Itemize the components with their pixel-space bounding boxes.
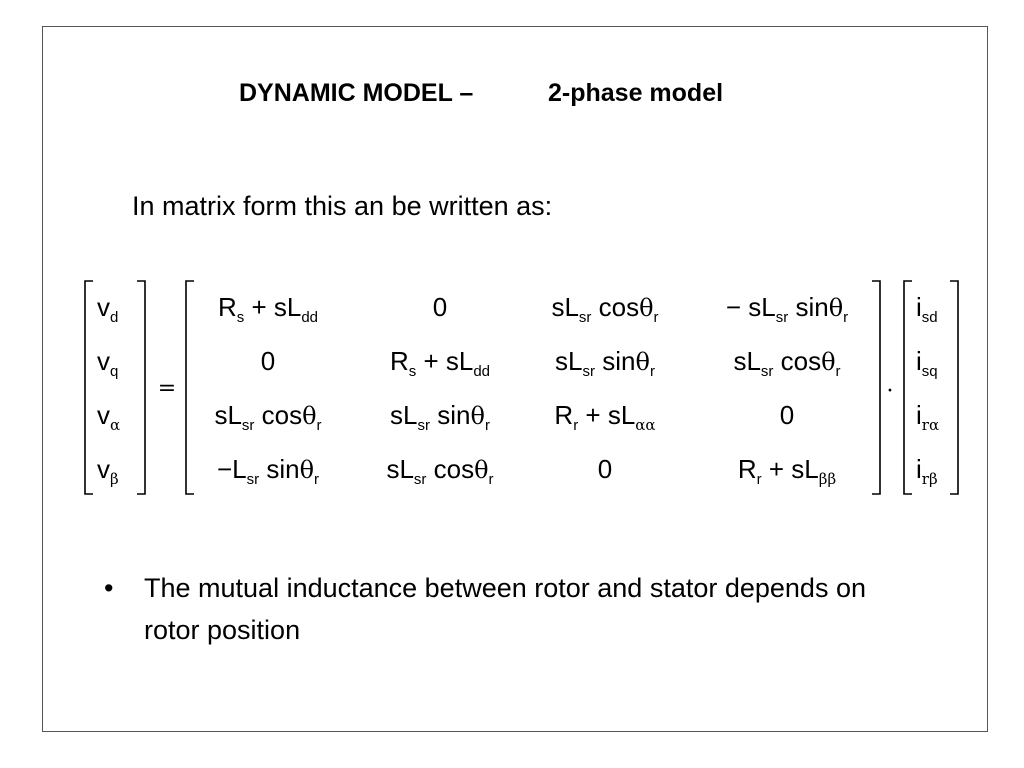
matrix-cell: sLsr​ sinθr​ bbox=[390, 400, 490, 434]
bullet-text: The mutual inductance between rotor and … bbox=[144, 573, 866, 645]
title-right: 2-phase model bbox=[548, 79, 724, 107]
matrix-bracket-right bbox=[872, 280, 881, 495]
matrix-cell: −Lsr​ sinθr​ bbox=[217, 454, 319, 488]
lhs-entry: vq​ bbox=[97, 346, 118, 380]
lhs-entry: vα​ bbox=[97, 400, 120, 434]
rhs-bracket-right bbox=[950, 280, 959, 495]
matrix-cell: 0 bbox=[598, 454, 612, 484]
matrix-cell: Rr​ + sLββ​ bbox=[738, 454, 836, 488]
matrix-bracket-left bbox=[185, 280, 194, 495]
matrix-cell: 0 bbox=[261, 346, 275, 376]
equals-sign: = bbox=[158, 376, 176, 401]
lhs-entry: vd​ bbox=[97, 292, 118, 326]
intro-text: In matrix form this an be written as: bbox=[132, 191, 553, 221]
matrix-cell: − sLsr​ sinθr​ bbox=[726, 292, 848, 326]
title-left: DYNAMIC MODEL – bbox=[239, 79, 474, 107]
matrix-cell: 0 bbox=[433, 292, 447, 322]
bullet-icon: • bbox=[104, 573, 114, 603]
lhs-bracket-left bbox=[84, 280, 93, 495]
rhs-entry: isd​ bbox=[916, 292, 938, 326]
matrix-cell: Rs​ + sLdd​ bbox=[390, 346, 490, 380]
matrix-cell: sLsr​ cosθr​ bbox=[214, 400, 321, 434]
matrix-cell: sLsr​ cosθr​ bbox=[386, 454, 493, 488]
lhs-entry: vβ​ bbox=[97, 454, 119, 488]
matrix-cell: Rr​ + sLαα​ bbox=[554, 400, 655, 434]
matrix-cell: sLsr​ cosθr​ bbox=[733, 346, 840, 380]
matrix-cell: Rs​ + sLdd​ bbox=[218, 292, 318, 326]
lhs-bracket-right bbox=[137, 280, 146, 495]
rhs-bracket-left bbox=[903, 280, 912, 495]
rhs-entry: isq​ bbox=[916, 346, 938, 380]
matrix-cell: sLsr​ sinθr​ bbox=[555, 346, 655, 380]
rhs-entry: irβ​ bbox=[916, 454, 938, 488]
rhs-entry: irα​ bbox=[916, 400, 939, 434]
matrix-cell: sLsr​ cosθr​ bbox=[551, 292, 658, 326]
slide: DYNAMIC MODEL – 2-phase model In matrix … bbox=[42, 26, 988, 732]
product-dot: · bbox=[887, 379, 894, 404]
matrix-cell: 0 bbox=[780, 400, 794, 430]
